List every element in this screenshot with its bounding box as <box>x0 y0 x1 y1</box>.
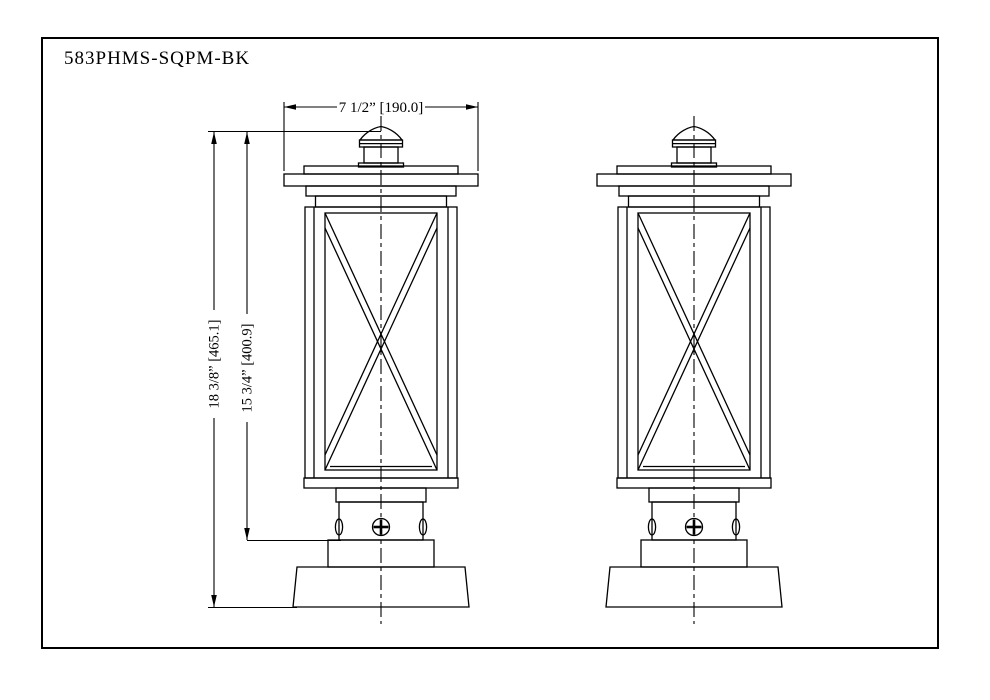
fixture-height-label: 15 3/4” [400.9] <box>240 324 256 413</box>
fixture-height-dimension: 15 3/4” [400.9] <box>238 131 256 541</box>
width-dimension-label: 7 1/2” [190.0] <box>339 100 424 116</box>
overall-height-dimension: 18 3/8” [465.1] <box>205 131 223 608</box>
overall-height-label: 18 3/8” [465.1] <box>207 320 223 409</box>
drawing-border <box>41 37 939 649</box>
width-dimension: 7 1/2” [190.0] <box>283 98 479 171</box>
part-number-label: 583PHMS-SQPM-BK <box>64 48 250 69</box>
dimension-annotations: 7 1/2” [190.0] 18 3/8” [465.1] 15 3/4” [… <box>205 98 479 609</box>
